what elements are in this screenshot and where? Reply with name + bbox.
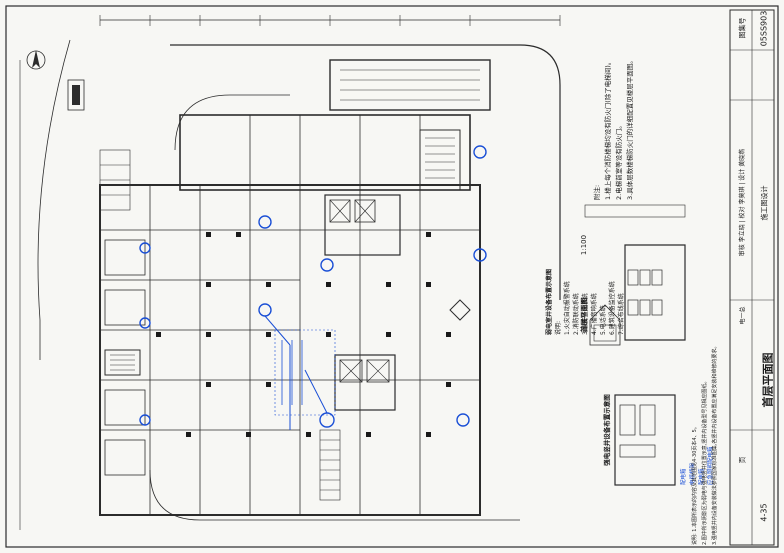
weak-room-legend-heading: 说明: bbox=[555, 320, 562, 335]
page-label-block: 页 bbox=[733, 440, 751, 480]
notes-block: 附注: 1.楼上每个消防楼梯均设有防火门(除了电梯间)。 2.电梯前室等设有防火… bbox=[592, 40, 712, 200]
weak-room-inset bbox=[589, 304, 621, 346]
strong-room-label: 配电箱 bbox=[681, 468, 687, 485]
site-kiosk bbox=[67, 79, 85, 111]
sheet-no-block: 电一总 bbox=[733, 300, 751, 330]
signoff-block: 审核 李立晓 | 校对 李莫琪 | 设计 黄晓燕 bbox=[733, 110, 751, 295]
atlas-number: 05SS903 bbox=[759, 10, 769, 46]
bottom-note: 说明: 1.本图所表示的内容及其范围见4-30页本4、5。 bbox=[692, 424, 698, 545]
weak-subtitle-block: 首层平面图 bbox=[578, 290, 590, 340]
sheet-no: 电一总 bbox=[739, 305, 747, 325]
subtitle: 施工图设计 bbox=[760, 185, 768, 220]
atlas-number-value-block: 05SS903 bbox=[755, 8, 773, 48]
legend-item: 5.电话系统 bbox=[600, 305, 607, 335]
site-kiosk-fill bbox=[72, 85, 80, 105]
site-boundary-bottom bbox=[149, 469, 520, 521]
strong-room-title-block: 强电竖井设备布置示意图 bbox=[600, 375, 612, 485]
bottom-note: 3.强电竖井内设备安装做法参照国家标准图集,各竖井内设备布置应满足安装和维修的要… bbox=[712, 343, 718, 545]
site-curve-inner bbox=[174, 94, 290, 151]
tower-outline bbox=[329, 59, 491, 111]
scale-block: 1:100 bbox=[578, 225, 590, 265]
parking-stalls bbox=[99, 149, 131, 211]
title-drawing: 首层平面图 bbox=[757, 330, 777, 430]
stair-icon bbox=[104, 129, 461, 376]
north-arrow-icon bbox=[26, 50, 46, 70]
page-number: 4-35 bbox=[759, 503, 769, 522]
bottom-notes-block: 说明: 1.本图所表示的内容及其范围见4-30页本4、5。 2.图中所示阴影区为… bbox=[690, 330, 728, 545]
elevator-bank-lower bbox=[334, 354, 396, 411]
weak-room-title: 弱电室井设备布置示意图 bbox=[546, 268, 553, 335]
weak-room-title-box bbox=[584, 204, 686, 218]
site-boundary-top bbox=[170, 44, 561, 300]
title-block bbox=[729, 9, 775, 546]
notes-item: 1.楼上每个消防楼梯均设有防火门(除了电梯间)。 bbox=[604, 58, 612, 200]
weak-room-diagram bbox=[624, 244, 686, 341]
scale-label: 1:100 bbox=[580, 234, 588, 256]
dimension-ticks-top bbox=[99, 15, 561, 26]
page-label: 页 bbox=[738, 456, 746, 464]
blue-note-area bbox=[274, 329, 336, 416]
blue-annotation-leaders bbox=[264, 315, 328, 430]
signoff: 审核 李立晓 | 校对 李莫琪 | 设计 黄晓燕 bbox=[739, 148, 747, 257]
legend-item: 6.建筑设备监控系统 bbox=[609, 281, 616, 335]
building-outline bbox=[99, 184, 481, 516]
structural-columns bbox=[156, 232, 451, 437]
atlas-number-block: 图集号 bbox=[733, 8, 751, 48]
strong-room-diagram bbox=[614, 394, 676, 486]
legend-item: 7.综合布线系统 bbox=[618, 293, 625, 335]
bottom-note: 2.图中所示阴影区为弱电与强电竖井位置示意,竖井内设备型号见相应图纸。 bbox=[702, 378, 708, 545]
weak-room-subtitle: 首层平面图 bbox=[580, 297, 588, 333]
atlas-number-label: 图集号 bbox=[738, 17, 746, 39]
sheet-border bbox=[5, 5, 779, 548]
notes-item: 3.具体层数楼梯防火门的详细配置见楼层平面图。 bbox=[626, 57, 634, 200]
notes-item: 2.电梯前室等设有防火门。 bbox=[615, 122, 623, 200]
building-upper-block bbox=[179, 114, 471, 191]
interior-walls bbox=[100, 115, 480, 515]
drawing-title: 首层平面图 bbox=[761, 352, 774, 408]
legend-item: 1.火灾自动报警系统 bbox=[564, 281, 571, 335]
site-boundary-left bbox=[37, 39, 71, 360]
elevator-icon bbox=[324, 194, 401, 256]
blue-note-lines bbox=[281, 340, 303, 405]
notes-heading: 附注: bbox=[593, 184, 601, 200]
escalator bbox=[319, 429, 341, 501]
strong-room-title: 强电竖井设备布置示意图 bbox=[603, 394, 611, 466]
page-number-block: 4-35 bbox=[755, 490, 773, 535]
legend-item: 4.广播音响系统 bbox=[591, 293, 598, 335]
tower-hatch bbox=[340, 69, 480, 101]
subtitle-block: 施工图设计 bbox=[755, 110, 773, 295]
entrance-marker bbox=[449, 299, 481, 321]
